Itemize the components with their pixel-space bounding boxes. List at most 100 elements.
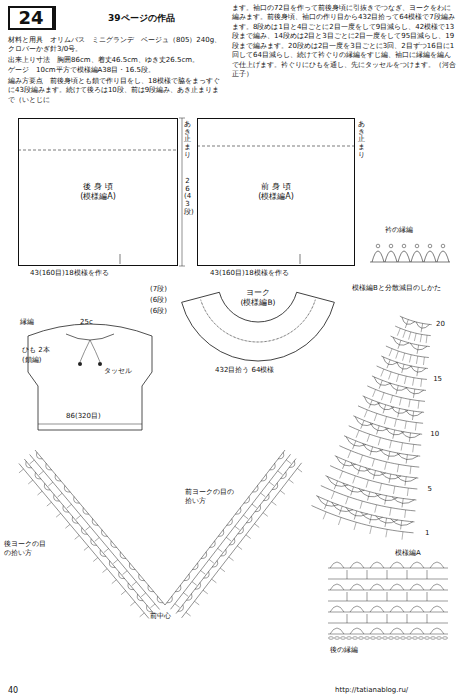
- chart-stroke: [385, 496, 387, 505]
- chart-stroke: [416, 356, 417, 364]
- chart-stroke: [103, 569, 108, 573]
- chart-stroke: [411, 251, 423, 262]
- chart-stroke: [272, 502, 277, 506]
- chart-stroke: [243, 515, 248, 519]
- chart-stroke: [381, 369, 384, 376]
- chart-stroke: [330, 584, 344, 590]
- chart-stroke: [376, 516, 398, 523]
- chart-stroke: [81, 528, 87, 535]
- chart-stroke: [75, 535, 80, 539]
- chart-stroke: [398, 408, 400, 417]
- page-number: 40: [8, 686, 18, 697]
- page-title: 39ページの作品: [108, 12, 175, 24]
- chart-stroke: [212, 579, 217, 583]
- chart-stroke: [330, 606, 344, 612]
- chart-stroke: [393, 486, 394, 494]
- chart-stroke: [356, 430, 359, 437]
- chart-stroke: [410, 606, 424, 612]
- chart-stroke: [390, 606, 404, 612]
- chart-stroke: [237, 546, 242, 550]
- chart-stroke: [369, 400, 372, 408]
- instruction-text: 出来上り寸法 胸囲86cm、着丈46.5cm、ゆき丈26.5cm。: [8, 56, 226, 65]
- watermark: http://tatianablog.ru/: [335, 686, 408, 695]
- chart-stroke: [359, 489, 381, 497]
- chart-stroke: [113, 560, 118, 564]
- chart-stroke: [179, 266, 185, 267]
- chart-stroke: [184, 574, 190, 581]
- chart-stroke: [407, 488, 409, 496]
- chart-stroke: [338, 517, 341, 525]
- chart-stroke: [373, 471, 375, 480]
- chart-stroke: [140, 613, 145, 617]
- chart-stroke: [367, 386, 425, 401]
- chart-stroke: [38, 491, 43, 495]
- chart-stroke: [384, 416, 386, 424]
- panel-label: (模様編A): [258, 192, 294, 202]
- chart-stroke: [179, 118, 185, 119]
- chart-stroke: [390, 508, 391, 516]
- chain-stitch: [347, 637, 352, 640]
- charts: [18, 118, 450, 639]
- chart-stroke: [203, 590, 208, 594]
- panel-label: ヨーク: [246, 288, 270, 298]
- chain-stitch: [383, 637, 388, 640]
- chart-stroke: [397, 464, 398, 472]
- chart-stroke: [375, 505, 377, 513]
- picot: [441, 244, 445, 248]
- chart-stroke: [74, 497, 80, 504]
- row-number: 10: [430, 430, 439, 439]
- dimension: 86(320目): [66, 412, 101, 421]
- chart-stroke: [390, 584, 404, 590]
- chart-stroke: [426, 335, 428, 343]
- dimension: 43(160目)18模様を作る: [30, 269, 109, 278]
- chart-stroke: [402, 498, 403, 507]
- chart-stroke: [353, 416, 422, 434]
- chart-stroke: [123, 571, 128, 575]
- chart-stroke: [370, 447, 373, 456]
- chart-stroke: [387, 614, 388, 623]
- chain-stitch: [389, 637, 394, 640]
- chart-stroke: [28, 480, 33, 484]
- chart-stroke: [128, 583, 134, 590]
- chart-stroke: [350, 628, 364, 634]
- chart-stroke: [226, 537, 231, 541]
- chart-stroke: [410, 584, 424, 590]
- chart-stroke: [409, 433, 410, 442]
- chart-stroke: [430, 584, 444, 590]
- chart-stroke: [18, 150, 178, 151]
- chart-stroke: [415, 423, 417, 431]
- chart-stroke: [346, 508, 368, 517]
- chain-stitch: [413, 637, 418, 640]
- instruction-text: ゲージ 10cm平方で模様編A38目・16.5段。: [8, 66, 226, 75]
- chart-stroke: [340, 471, 343, 478]
- chart-stroke: [437, 251, 449, 262]
- picot: [376, 244, 380, 248]
- chart-stroke: [67, 504, 72, 508]
- row-count: (7段): [150, 285, 167, 294]
- chart-stroke: [278, 452, 284, 459]
- chart-stroke: [414, 333, 416, 341]
- picot: [402, 244, 406, 248]
- chart-stroke: [55, 474, 61, 481]
- chain-stitch: [395, 637, 400, 640]
- picot: [389, 244, 393, 248]
- chart-stroke: [375, 493, 397, 501]
- chart-stroke: [324, 501, 327, 509]
- chart-stroke: [389, 349, 392, 356]
- chart-stroke: [406, 455, 407, 464]
- chart-stroke: [175, 604, 180, 608]
- chart-stroke: [390, 395, 392, 403]
- panel-label: (模様編B): [241, 298, 276, 308]
- chart-stroke: [112, 580, 117, 584]
- chart-stroke: [378, 438, 380, 446]
- chart-title: 模様編Bと分散減目のしかた: [352, 284, 441, 293]
- yoke-ring: [182, 292, 335, 361]
- chart-stroke: [405, 477, 406, 486]
- chart-stroke: [167, 596, 173, 603]
- chart-stroke: [328, 623, 448, 624]
- chart-stroke: [186, 594, 192, 601]
- chart-stroke: [401, 532, 403, 540]
- chart-stroke: [370, 515, 372, 524]
- chart-stroke: [389, 474, 391, 483]
- chain-stitch: [329, 637, 334, 640]
